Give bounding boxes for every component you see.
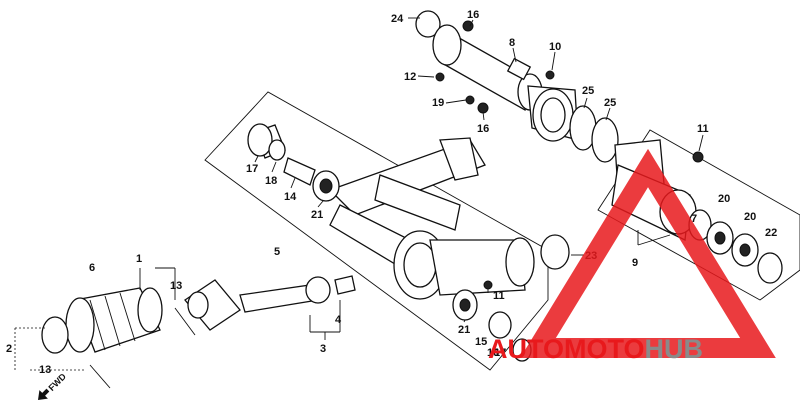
callout-labels: 24 16 8 10 12 19 16 25 25 11 17 18 14 21… xyxy=(6,9,777,376)
callout-17-top: 17 xyxy=(246,163,258,175)
callout-2: 2 xyxy=(6,343,12,355)
callout-5: 5 xyxy=(274,246,280,258)
callout-25-left: 25 xyxy=(582,85,594,97)
leader-lines xyxy=(139,17,704,340)
callout-16-bottom: 16 xyxy=(477,123,489,135)
callout-16-top: 16 xyxy=(467,9,479,21)
o-ring-23 xyxy=(540,234,570,270)
callout-21-bottom: 21 xyxy=(458,324,470,336)
callout-1: 1 xyxy=(136,253,142,265)
callout-6: 6 xyxy=(89,262,95,274)
callout-20-right: 20 xyxy=(744,211,756,223)
watermark-grey-part: HUB xyxy=(645,334,704,364)
callout-10: 10 xyxy=(549,41,561,53)
callout-15: 15 xyxy=(475,336,487,348)
callout-13-bottom: 13 xyxy=(39,364,51,376)
callout-18: 18 xyxy=(265,175,277,187)
final-drive-shaft-housing xyxy=(415,10,619,163)
callout-7: 7 xyxy=(691,213,697,225)
dashed-bracket-lines xyxy=(14,327,85,371)
callout-9: 9 xyxy=(632,257,638,269)
callout-17-bottom: 17 xyxy=(494,347,506,359)
callout-8: 8 xyxy=(509,37,515,49)
callout-14: 14 xyxy=(284,191,297,203)
o-ring-25b xyxy=(591,117,619,163)
callout-16-lower: 16 xyxy=(487,347,499,359)
callout-24: 24 xyxy=(391,13,404,25)
callout-11-top: 11 xyxy=(697,123,709,135)
callout-11-bottom: 11 xyxy=(493,290,505,302)
o-ring-24 xyxy=(415,10,441,38)
swing-arm xyxy=(247,123,570,362)
callout-12: 12 xyxy=(404,71,416,83)
callout-25-right: 25 xyxy=(604,97,616,109)
callout-13-top: 13 xyxy=(170,280,182,292)
boot-band-2 xyxy=(41,316,69,354)
automotohub-watermark: AUTOMOTOHUB xyxy=(488,148,776,364)
callout-21-top: 21 xyxy=(311,209,323,221)
watermark-red-part: AUTOMOTO xyxy=(488,334,645,364)
swingarm-assembly-outline xyxy=(204,91,549,371)
watermark-text: AUTOMOTOHUB xyxy=(488,334,703,364)
callout-4: 4 xyxy=(335,314,342,326)
callout-22: 22 xyxy=(765,227,777,239)
rubber-boot xyxy=(41,287,196,389)
drive-shaft-universal-joint xyxy=(184,275,356,331)
warning-triangle-icon xyxy=(520,148,776,358)
callout-20-left: 20 xyxy=(718,193,730,205)
callout-3: 3 xyxy=(320,343,326,355)
callout-19: 19 xyxy=(432,97,444,109)
